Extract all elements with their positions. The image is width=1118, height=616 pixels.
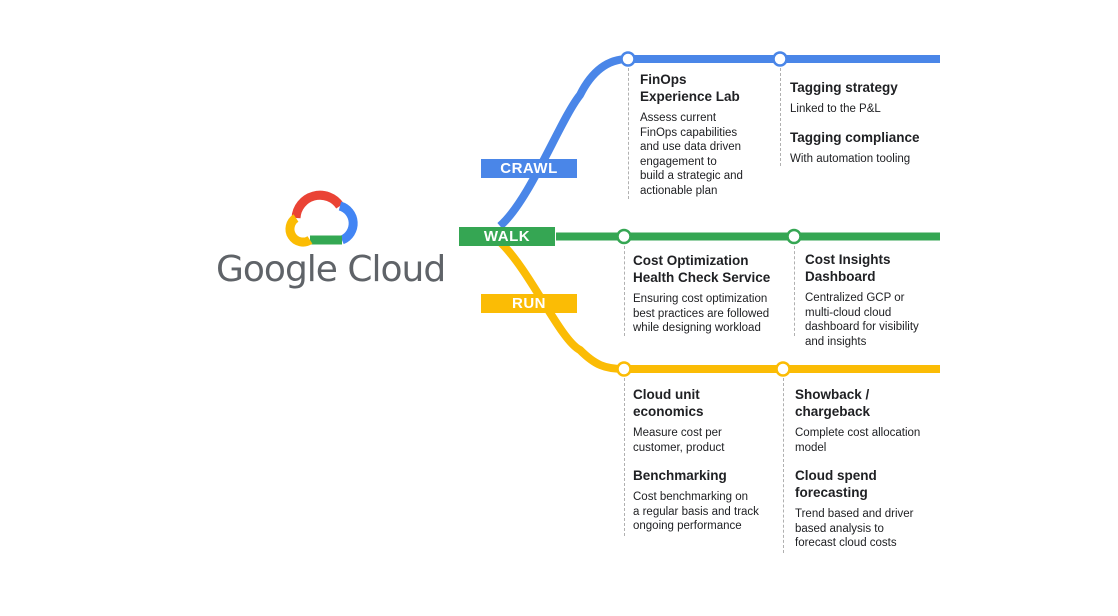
walk-divider-1: [624, 246, 625, 336]
walk-node-1: [616, 228, 632, 245]
crawl-node-1: [620, 51, 636, 67]
crawl-track: [497, 55, 940, 230]
run-node-1: [616, 361, 632, 377]
stage-label-crawl: CRAWL: [481, 159, 577, 178]
google-cloud-icon: [285, 190, 358, 247]
walk-divider-2: [794, 246, 795, 336]
item-title: Tagging compliance: [790, 129, 920, 145]
run-track: [497, 239, 940, 373]
run-node-2: [775, 361, 791, 377]
item-description: With automation tooling: [790, 152, 911, 165]
walk-node-2: [786, 228, 802, 245]
item-title: Tagging strategy: [790, 80, 898, 95]
stage-label-walk: WALK: [459, 227, 555, 246]
item-description: Linked to the P&L: [790, 103, 881, 115]
item-title: Benchmarking: [633, 468, 727, 483]
item-title: Showback /chargeback: [795, 387, 871, 419]
crawl-divider-1: [628, 68, 629, 199]
crawl-node-2: [772, 51, 788, 67]
run-divider-1: [624, 378, 625, 536]
google-cloud-wordmark: Google Cloud: [216, 249, 446, 290]
stage-label-run: RUN: [481, 294, 577, 313]
crawl-divider-2: [780, 68, 781, 166]
run-divider-2: [783, 378, 784, 553]
